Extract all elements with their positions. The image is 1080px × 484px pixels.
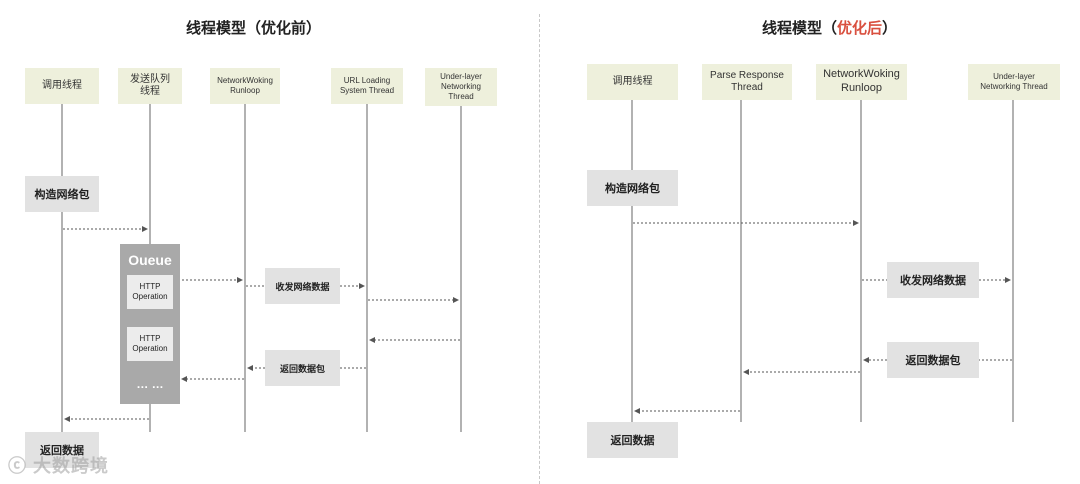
right-title: 线程模型（优化后） — [762, 20, 898, 37]
queue-title: Oueue — [128, 252, 172, 268]
send-recv-left: 收发网络数据 — [265, 268, 340, 304]
http-operation-1: HTTP Operation — [127, 275, 173, 309]
watermark: ⓒ 大数跨境 — [8, 456, 110, 476]
return-packet-right: 返回数据包 — [887, 342, 979, 378]
header-underlayer-right: Under-layer Networking Thread — [968, 64, 1060, 100]
header-caller-right: 调用线程 — [587, 64, 678, 100]
http-operation-2: HTTP Operation — [127, 327, 173, 361]
header-runloop-left: NetworkWoking Runloop — [210, 68, 280, 104]
header-runloop-right: NetworkWoking Runloop — [816, 64, 907, 100]
panel-divider — [539, 14, 540, 484]
queue-block — [120, 244, 180, 404]
left-title: 线程模型（优化前） — [186, 20, 322, 37]
send-recv-right: 收发网络数据 — [887, 262, 979, 298]
return-data-right: 返回数据 — [587, 422, 678, 458]
right-title-highlight: 优化后 — [837, 20, 883, 37]
header-caller-left: 调用线程 — [25, 68, 99, 104]
header-parse: Parse Response Thread — [702, 64, 792, 100]
header-underlayer-left: Under-layer Networking Thread — [425, 68, 497, 106]
build-packet-left: 构造网络包 — [25, 176, 99, 212]
build-packet-right: 构造网络包 — [587, 170, 678, 206]
header-sendqueue: 发送队列 线程 — [118, 68, 182, 104]
return-data-left: 返回数据 — [25, 432, 99, 468]
queue-ellipsis: … … — [136, 377, 164, 391]
return-packet-left: 返回数据包 — [265, 350, 340, 386]
header-urlloading: URL Loading System Thread — [331, 68, 403, 104]
